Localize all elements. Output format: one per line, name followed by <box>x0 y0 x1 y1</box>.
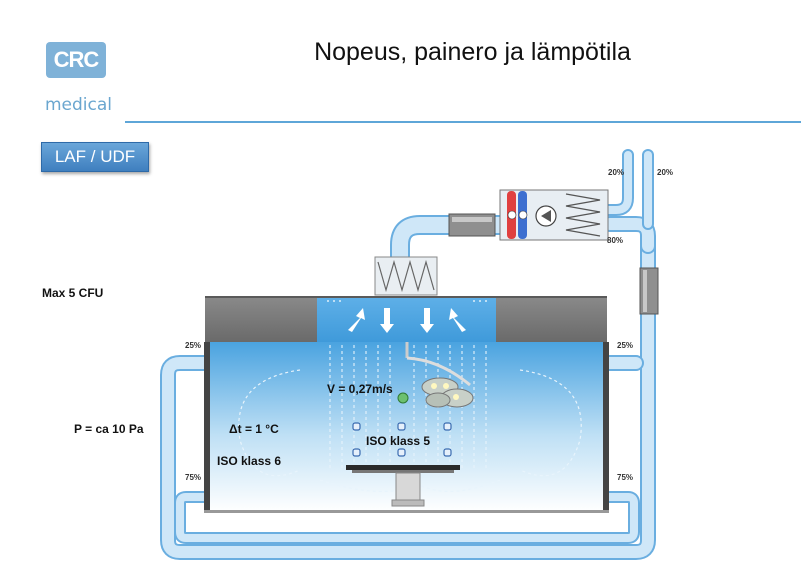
pct-recirc: 80% <box>607 236 624 245</box>
pressure-label: P = ca 10 Pa <box>74 422 144 436</box>
hepa-filter <box>374 256 438 296</box>
return-filter <box>639 267 659 315</box>
right-wall <box>603 342 609 512</box>
laf-plenum <box>317 296 496 342</box>
velocity-probe <box>397 392 409 404</box>
pct-intake-left: 20% <box>608 168 625 177</box>
air-handling-unit <box>499 189 609 241</box>
laf-udf-button[interactable]: LAF / UDF <box>41 142 149 172</box>
pct-intake-right: 20% <box>657 168 674 177</box>
ceiling-left <box>205 296 317 342</box>
left-wall <box>204 342 210 512</box>
logo-subtext: medical <box>45 95 113 115</box>
operating-table <box>346 465 460 507</box>
iso-outer-label: ISO klass 6 <box>217 454 282 468</box>
measurement-points <box>352 422 452 457</box>
pct-left-upper: 25% <box>185 341 202 350</box>
delta-t-label: Δt = 1 °C <box>229 422 279 436</box>
header-divider <box>125 121 801 123</box>
iso-inner-label: ISO klass 5 <box>366 434 431 448</box>
operating-lamp <box>405 342 474 408</box>
ceiling-right <box>496 296 607 342</box>
logo: CRC <box>46 42 106 78</box>
pct-right-upper: 25% <box>617 341 634 350</box>
supply-arrows <box>348 308 466 333</box>
pct-right-lower: 75% <box>617 473 634 482</box>
page-title: Nopeus, painero ja lämpötila <box>314 38 631 66</box>
max-cfu-label: Max 5 CFU <box>42 286 104 300</box>
velocity-label: V = 0,27m/s <box>327 382 393 396</box>
return-duct <box>160 149 656 560</box>
supply-duct <box>390 215 500 258</box>
pct-left-lower: 75% <box>185 473 202 482</box>
